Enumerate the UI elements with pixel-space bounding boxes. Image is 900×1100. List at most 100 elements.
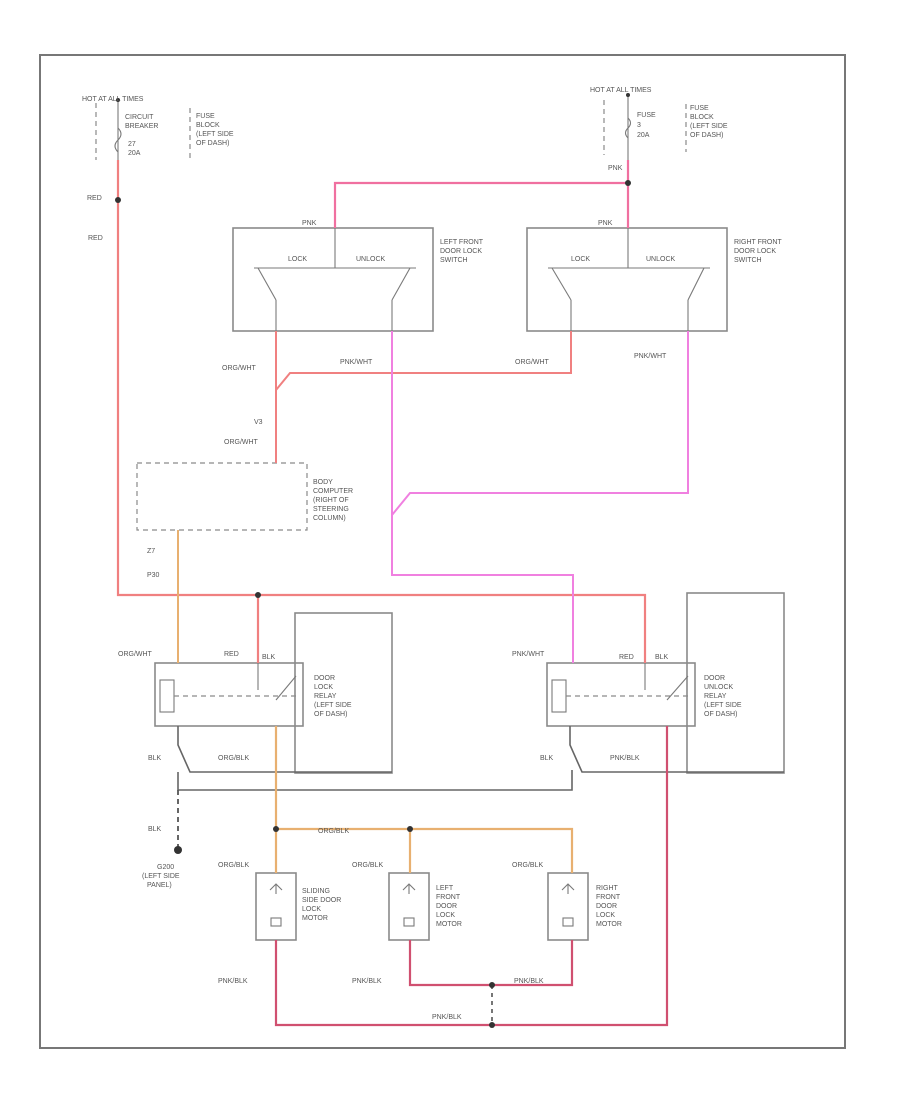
unlock-relay-inner-box	[546, 662, 696, 727]
left-switch-labels: LOCK UNLOCK LEFT FRONT DOOR LOCK SWITCH	[288, 239, 484, 264]
diagram-frame	[39, 54, 846, 1049]
fuse-block-right-3: (LEFT SIDE	[690, 123, 728, 130]
right-motor-box	[547, 872, 589, 941]
lock-relay-outer-box	[294, 612, 393, 774]
right-motor-name-3: DOOR	[596, 903, 617, 910]
pnk-wht-left-switch	[391, 331, 574, 663]
ground-name: G200	[157, 864, 174, 871]
sliding-motor-labels: SLIDING SIDE DOOR LOCK MOTOR	[302, 888, 341, 922]
wire-label-pnk-wht-2: PNK/WHT	[634, 353, 667, 360]
sliding-motor-box	[255, 872, 297, 941]
left-switch-name-3: SWITCH	[440, 257, 468, 264]
unlock-relay-name-1: DOOR	[704, 675, 725, 682]
lock-relay-labels: DOOR LOCK RELAY (LEFT SIDE OF DASH)	[314, 675, 352, 718]
left-switch-lock: LOCK	[288, 256, 307, 263]
wire-label-pnk-blk-3: PNK/BLK	[352, 978, 382, 985]
red-wire-main	[116, 160, 647, 663]
power-right-terminal: 3	[637, 122, 641, 129]
body-computer-name-3: (RIGHT OF	[313, 497, 349, 504]
wire-label-blk-1: BLK	[262, 654, 276, 661]
lock-relay-name-4: (LEFT SIDE	[314, 702, 352, 709]
org-blk-bus	[276, 827, 574, 873]
wire-label-pnk-blk-1: PNK/BLK	[610, 755, 640, 762]
wire-label-org-wht-1: ORG/WHT	[222, 365, 257, 372]
left-motor-box	[388, 872, 430, 941]
left-switch-name-2: DOOR LOCK	[440, 248, 482, 255]
unlock-relay-outer-box	[686, 592, 785, 774]
power-left-terminal: 27	[128, 141, 136, 148]
right-switch-unlock: UNLOCK	[646, 256, 676, 263]
left-switch-name-1: LEFT FRONT	[440, 239, 484, 246]
unlock-relay-name-5: OF DASH)	[704, 711, 737, 718]
unlock-relay-name-4: (LEFT SIDE	[704, 702, 742, 709]
wire-label-pnk-blk-5: PNK/BLK	[432, 1014, 462, 1021]
power-right-rating: 20A	[637, 132, 650, 139]
lock-relay-internals	[159, 663, 297, 713]
left-motor-name-2: FRONT	[436, 894, 461, 901]
left-switch-unlock: UNLOCK	[356, 256, 386, 263]
wire-label-blk-5: BLK	[148, 826, 162, 833]
pnk-blk-main	[274, 726, 669, 1027]
right-switch-internals	[548, 228, 710, 331]
wire-label-org-wht-4: ORG/WHT	[118, 651, 153, 658]
pnk-wht-right-switch	[391, 331, 689, 516]
wire-label-org-blk-5: ORG/BLK	[512, 862, 543, 869]
sliding-motor-name-3: LOCK	[302, 906, 321, 913]
breaker-label-1: CIRCUIT	[125, 114, 154, 121]
body-computer-name-4: STEERING	[313, 506, 349, 513]
blk-wire-lock-relay	[177, 726, 392, 773]
ground-location-1: (LEFT SIDE	[142, 873, 180, 880]
fuse-block-left-1: FUSE	[196, 113, 215, 120]
right-switch-name-2: DOOR LOCK	[734, 248, 776, 255]
wire-label-pnk-3: PNK	[598, 220, 613, 227]
fuse-block-left-4: OF DASH)	[196, 140, 229, 147]
left-motor-name-1: LEFT	[436, 885, 454, 892]
left-breaker-symbol	[114, 127, 122, 153]
ground-labels: G200 (LEFT SIDE PANEL)	[142, 864, 180, 889]
right-switch-box	[526, 227, 728, 332]
org-wht-right-switch	[275, 331, 572, 391]
right-fuse-symbol	[624, 117, 632, 139]
junction-dots	[115, 93, 631, 1028]
wire-label-org-blk-4: ORG/BLK	[352, 862, 383, 869]
right-switch-lock: LOCK	[571, 256, 590, 263]
blk-wire-common	[177, 770, 573, 791]
left-motor-name-4: LOCK	[436, 912, 455, 919]
unlock-relay-internals	[551, 663, 689, 713]
wire-color-labels: RED RED PNK PNK PNK ORG/WHT PNK/WHT ORG/…	[87, 165, 669, 1021]
breaker-label-2: BREAKER	[125, 123, 158, 130]
motor-symbols	[269, 883, 575, 927]
wire-label-blk-4: BLK	[540, 755, 554, 762]
unlock-relay-name-2: UNLOCK	[704, 684, 734, 691]
wire-label-org-wht-2: ORG/WHT	[515, 359, 550, 366]
wire-label-org-blk-1: ORG/BLK	[218, 755, 249, 762]
pnk-blk-motors	[408, 940, 574, 987]
pnk-wire-left-switch	[333, 181, 628, 228]
fuse-block-right-1: FUSE	[690, 105, 709, 112]
blk-wire-unlock-relay	[569, 726, 784, 773]
right-switch-labels: LOCK UNLOCK RIGHT FRONT DOOR LOCK SWITCH	[571, 239, 782, 264]
body-computer-name-2: COMPUTER	[313, 488, 353, 495]
power-right-fuse: FUSE	[637, 112, 656, 119]
left-switch-box	[232, 227, 434, 332]
left-motor-labels: LEFT FRONT DOOR LOCK MOTOR	[436, 885, 462, 928]
right-motor-labels: RIGHT FRONT DOOR LOCK MOTOR	[596, 885, 622, 928]
right-motor-name-1: RIGHT	[596, 885, 619, 892]
ground-location-2: PANEL)	[147, 882, 172, 889]
wire-label-blk-3: BLK	[148, 755, 162, 762]
body-computer-pin-bottom-2: P30	[147, 572, 160, 579]
lock-relay-name-5: OF DASH)	[314, 711, 347, 718]
wire-label-pnk-1: PNK	[608, 165, 623, 172]
power-left-rating: 20A	[128, 150, 141, 157]
body-computer-box	[136, 462, 308, 531]
left-motor-name-5: MOTOR	[436, 921, 462, 928]
wire-label-pnk-blk-4: PNK/BLK	[514, 978, 544, 985]
wire-label-red-2: RED	[88, 235, 103, 242]
wire-label-pnk-wht-3: PNK/WHT	[512, 651, 545, 658]
wire-label-pnk-blk-2: PNK/BLK	[218, 978, 248, 985]
body-computer-name-5: COLUMN)	[313, 515, 346, 522]
wire-label-org-wht-3: ORG/WHT	[224, 439, 259, 446]
lock-relay-inner-box	[154, 662, 304, 727]
fuse-block-left-3: (LEFT SIDE	[196, 131, 234, 138]
